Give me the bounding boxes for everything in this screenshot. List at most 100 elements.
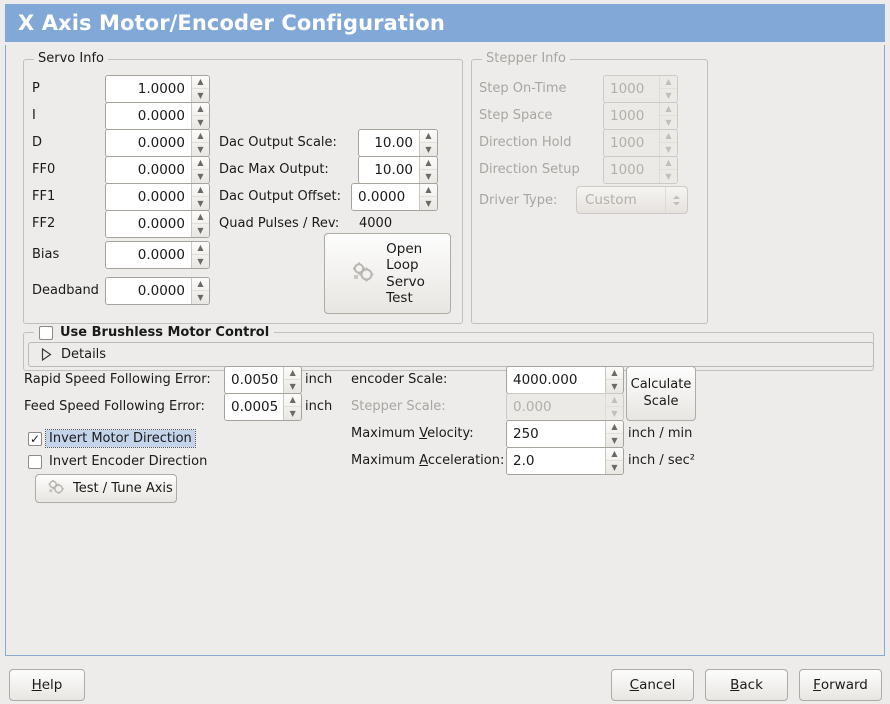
- spin-buttons[interactable]: ▲ ▼: [191, 130, 209, 156]
- encoder-scale-spin[interactable]: 4000.000 ▲ ▼: [506, 366, 624, 394]
- rapid-following-error-value[interactable]: 0.0050: [225, 367, 284, 393]
- servo-value-ff1[interactable]: 0.0000: [106, 184, 191, 210]
- stepper-scale-value: 0.000: [507, 394, 605, 420]
- spin-buttons[interactable]: ▲ ▼: [605, 448, 623, 474]
- spin-up-icon[interactable]: ▲: [192, 242, 209, 255]
- rapid-following-error-spin[interactable]: 0.0050 ▲ ▼: [224, 366, 302, 394]
- spin-down-icon[interactable]: ▼: [197, 144, 204, 154]
- servo-spin-ff1[interactable]: 0.0000 ▲ ▼: [105, 183, 210, 211]
- servo-spin-p[interactable]: 1.0000 ▲ ▼: [105, 75, 210, 103]
- spin-down-icon[interactable]: ▼: [289, 408, 296, 418]
- spin-down-icon[interactable]: ▼: [197, 225, 204, 235]
- invert-encoder-direction-row[interactable]: Invert Encoder Direction: [28, 454, 207, 469]
- dac-output-scale-value[interactable]: 10.00: [359, 130, 419, 156]
- servo-value-p[interactable]: 1.0000: [106, 76, 191, 102]
- spin-down-icon[interactable]: ▼: [197, 256, 204, 266]
- dac-output-offset-spin[interactable]: 0.0000 ▲ ▼: [351, 183, 438, 211]
- spin-down-icon[interactable]: ▼: [197, 292, 204, 302]
- servo-spin-bias[interactable]: 0.0000 ▲ ▼: [105, 241, 210, 269]
- servo-spin-i[interactable]: 0.0000 ▲ ▼: [105, 102, 210, 130]
- servo-spin-d[interactable]: 0.0000 ▲ ▼: [105, 129, 210, 157]
- stepper-scale-label: Stepper Scale:: [351, 399, 446, 414]
- servo-value-bias[interactable]: 0.0000: [106, 242, 191, 268]
- servo-label-bias: Bias: [32, 247, 60, 262]
- spin-buttons[interactable]: ▲ ▼: [283, 394, 301, 420]
- spin-buttons[interactable]: ▲ ▼: [605, 367, 623, 393]
- spin-down-icon[interactable]: ▼: [425, 198, 432, 208]
- spin-down-icon[interactable]: ▼: [289, 381, 296, 391]
- spin-buttons[interactable]: ▲ ▼: [191, 76, 209, 102]
- spin-up-icon[interactable]: ▲: [284, 367, 301, 380]
- back-rest: ack: [739, 677, 763, 693]
- maximum-acceleration-value[interactable]: 2.0: [507, 448, 605, 474]
- invert-motor-direction-checkbox[interactable]: ✓: [28, 431, 42, 446]
- spin-up-icon[interactable]: ▲: [606, 367, 623, 380]
- servo-value-i[interactable]: 0.0000: [106, 103, 191, 129]
- servo-value-ff0[interactable]: 0.0000: [106, 157, 191, 183]
- spin-buttons[interactable]: ▲ ▼: [191, 103, 209, 129]
- spin-buttons[interactable]: ▲ ▼: [191, 242, 209, 268]
- spin-up-icon[interactable]: ▲: [420, 130, 437, 143]
- encoder-scale-value[interactable]: 4000.000: [507, 367, 605, 393]
- spin-up-icon[interactable]: ▲: [192, 184, 209, 197]
- spin-down-icon[interactable]: ▼: [611, 462, 618, 472]
- invert-encoder-direction-checkbox[interactable]: [28, 454, 42, 469]
- spin-up-icon[interactable]: ▲: [606, 421, 623, 434]
- spin-down-icon[interactable]: ▼: [197, 171, 204, 181]
- spin-up-icon[interactable]: ▲: [192, 103, 209, 116]
- spin-up-icon[interactable]: ▲: [420, 157, 437, 170]
- spin-down-icon[interactable]: ▼: [197, 198, 204, 208]
- spin-buttons[interactable]: ▲ ▼: [605, 421, 623, 447]
- spin-buttons[interactable]: ▲ ▼: [283, 367, 301, 393]
- dac-output-offset-value[interactable]: 0.0000: [352, 184, 419, 210]
- spin-buttons[interactable]: ▲ ▼: [419, 130, 437, 156]
- spin-down-icon[interactable]: ▼: [425, 171, 432, 181]
- spin-down-icon[interactable]: ▼: [197, 90, 204, 100]
- spin-up-icon[interactable]: ▲: [192, 211, 209, 224]
- spin-up-icon[interactable]: ▲: [192, 157, 209, 170]
- spin-up-icon[interactable]: ▲: [192, 278, 209, 291]
- spin-buttons[interactable]: ▲ ▼: [191, 184, 209, 210]
- dac-max-output-spin[interactable]: 10.00 ▲ ▼: [358, 156, 438, 184]
- maximum-acceleration-spin[interactable]: 2.0 ▲ ▼: [506, 447, 624, 475]
- servo-value-ff2[interactable]: 0.0000: [106, 211, 191, 237]
- spin-down-icon[interactable]: ▼: [197, 117, 204, 127]
- open-loop-servo-test-button[interactable]: Open Loop Servo Test: [324, 233, 451, 314]
- spin-buttons[interactable]: ▲ ▼: [191, 278, 209, 304]
- spin-down-icon[interactable]: ▼: [425, 144, 432, 154]
- servo-info-group: Servo Info: [23, 51, 463, 324]
- spin-buttons[interactable]: ▲ ▼: [191, 211, 209, 237]
- feed-following-error-spin[interactable]: 0.0005 ▲ ▼: [224, 393, 302, 421]
- invert-motor-direction-row[interactable]: ✓ Invert Motor Direction: [28, 429, 196, 448]
- spin-down-icon[interactable]: ▼: [611, 435, 618, 445]
- feed-following-error-value[interactable]: 0.0005: [225, 394, 284, 420]
- details-expander[interactable]: Details: [28, 342, 874, 367]
- use-brushless-checkbox[interactable]: [39, 325, 53, 340]
- use-brushless-checkbox-row[interactable]: Use Brushless Motor Control: [34, 325, 275, 340]
- servo-value-deadband[interactable]: 0.0000: [106, 278, 191, 304]
- spin-up-icon[interactable]: ▲: [284, 394, 301, 407]
- servo-spin-ff0[interactable]: 0.0000 ▲ ▼: [105, 156, 210, 184]
- spin-buttons[interactable]: ▲ ▼: [191, 157, 209, 183]
- spin-down-icon[interactable]: ▼: [611, 381, 618, 391]
- spin-buttons[interactable]: ▲ ▼: [419, 184, 437, 210]
- dac-output-scale-spin[interactable]: 10.00 ▲ ▼: [358, 129, 438, 157]
- spin-buttons[interactable]: ▲ ▼: [419, 157, 437, 183]
- test-tune-axis-button[interactable]: Test / Tune Axis: [35, 474, 177, 503]
- servo-spin-deadband[interactable]: 0.0000 ▲ ▼: [105, 277, 210, 305]
- calculate-scale-button[interactable]: Calculate Scale: [626, 366, 696, 421]
- servo-value-d[interactable]: 0.0000: [106, 130, 191, 156]
- spin-up-icon[interactable]: ▲: [420, 184, 437, 197]
- chevron-right-icon[interactable]: [41, 347, 52, 362]
- spin-up-icon[interactable]: ▲: [192, 76, 209, 89]
- maximum-velocity-spin[interactable]: 250 ▲ ▼: [506, 420, 624, 448]
- spin-up-icon[interactable]: ▲: [606, 448, 623, 461]
- dac-max-output-value[interactable]: 10.00: [359, 157, 419, 183]
- spin-up-icon[interactable]: ▲: [192, 130, 209, 143]
- servo-spin-ff2[interactable]: 0.0000 ▲ ▼: [105, 210, 210, 238]
- maximum-velocity-value[interactable]: 250: [507, 421, 605, 447]
